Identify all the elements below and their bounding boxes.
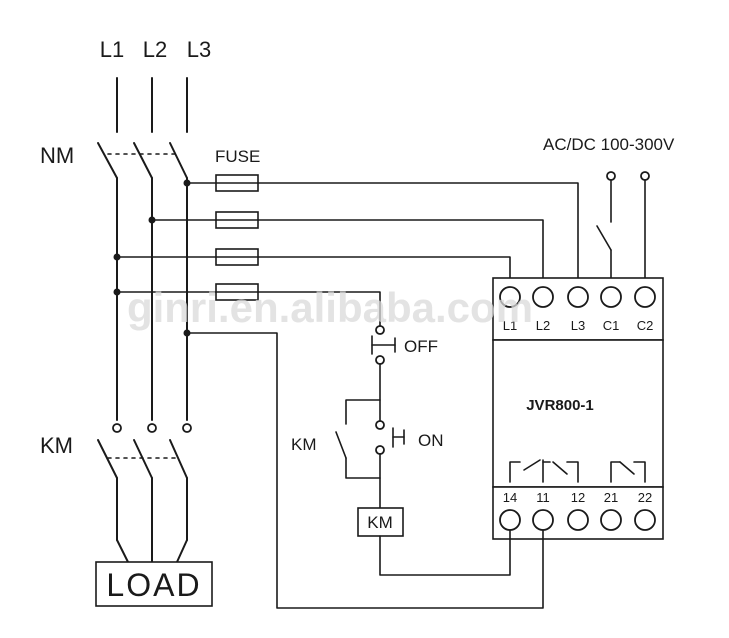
km-aux-label: KM [291,435,317,454]
relay-top-screws [499,286,656,308]
phase-label-l1: L1 [100,37,124,62]
watermark: ginri.en.alibaba.com [127,284,533,331]
contactor-km-symbol [97,439,188,479]
supply-terminals [596,171,650,288]
relay-terminal-c1: C1 [603,318,620,333]
off-button-symbol [371,325,396,365]
fuse-label: FUSE [215,147,260,166]
km-coil-label: KM [367,513,393,532]
fuse-l2 [215,211,259,229]
relay-terminal-12: 12 [571,490,585,505]
fuse-tap-wires [113,179,217,296]
coil-to-relay-wire [379,529,511,576]
relay-terminal-21: 21 [604,490,618,505]
phase-label-l2: L2 [143,37,167,62]
breaker-nm-symbol [97,142,188,179]
km-aux-contact-symbol [335,399,381,479]
load-box [95,561,213,607]
contactor-label: KM [40,433,73,458]
relay-contacts-symbol [509,459,646,483]
on-button-label: ON [418,431,444,450]
off-button-label: OFF [404,337,438,356]
relay-terminal-l1: L1 [503,318,517,333]
breaker-label: NM [40,143,74,168]
load-label: LOAD [106,567,201,603]
incoming-phase-lines [116,77,188,133]
relay-terminal-11: 11 [536,490,550,505]
relay-terminal-l2: L2 [536,318,550,333]
on-button-symbol [375,420,405,455]
relay-terminal-22: 22 [638,490,652,505]
relay-terminal-l3: L3 [571,318,585,333]
load-feed-lines [116,477,188,563]
fuse-l1 [215,248,259,266]
supply-label: AC/DC 100-300V [543,135,675,154]
contactor-top-terminals [112,423,192,433]
fuse-l3 [215,174,259,192]
relay-terminal-c2: C2 [637,318,654,333]
relay-terminal-14: 14 [503,490,517,505]
control-circuit-wires [183,291,544,609]
relay-model: JVR800-1 [526,397,594,414]
relay-phase-wires [257,182,579,288]
phase-label-l3: L3 [187,37,211,62]
